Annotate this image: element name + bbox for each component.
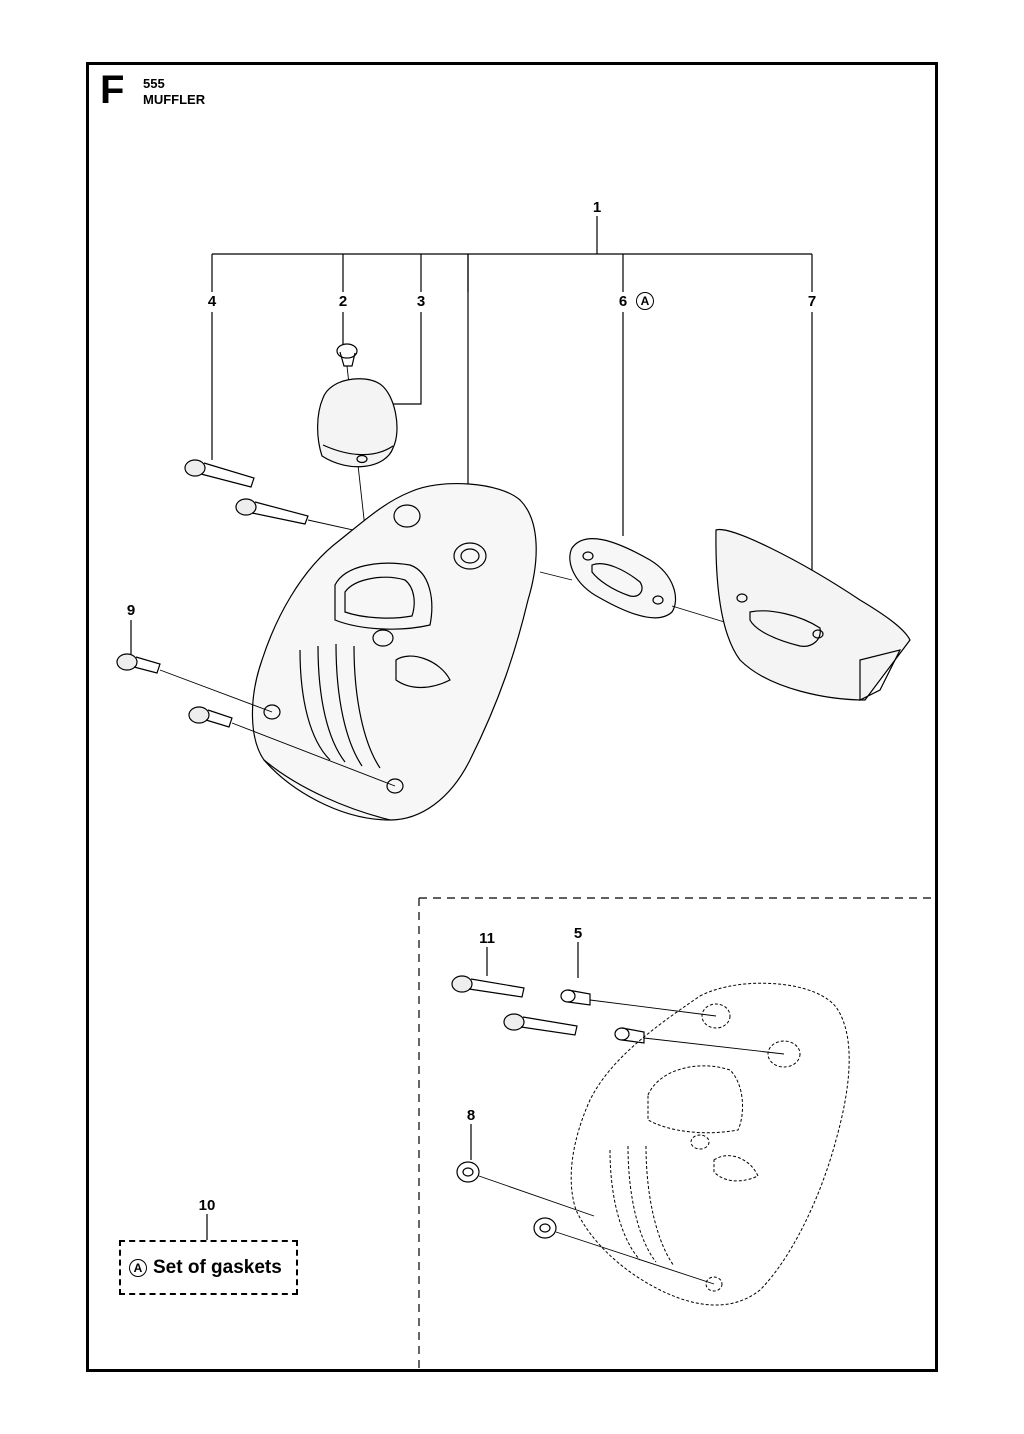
callout-8: 8 bbox=[466, 1107, 476, 1124]
legend-text: Set of gaskets bbox=[153, 1256, 282, 1278]
leader-tree-1 bbox=[211, 216, 813, 292]
callout-9: 9 bbox=[126, 602, 136, 619]
leader-3 bbox=[388, 312, 422, 405]
gasket-part-6 bbox=[539, 538, 745, 629]
deflector-part-3 bbox=[317, 378, 398, 468]
legend-box: A Set of gaskets bbox=[119, 1240, 298, 1295]
callout-5: 5 bbox=[573, 925, 583, 942]
callout-11: 11 bbox=[479, 930, 495, 947]
bolt-part-11-a bbox=[451, 975, 525, 998]
model-number: 555 bbox=[143, 76, 165, 91]
washer-part-8-a bbox=[456, 1161, 595, 1217]
section-title: MUFFLER bbox=[143, 92, 206, 107]
callout-3: 3 bbox=[416, 293, 426, 310]
spacer-part-5-a bbox=[560, 989, 717, 1017]
gasket-marker-a: A bbox=[636, 292, 654, 310]
callout-7: 7 bbox=[807, 293, 817, 310]
heat-shield-part-7 bbox=[715, 528, 911, 701]
inset-muffler-outline bbox=[570, 982, 850, 1306]
screw-part-9-b bbox=[188, 706, 396, 787]
spacer-part-5-b bbox=[614, 1027, 785, 1055]
inset-divider bbox=[418, 897, 938, 1372]
callout-4: 4 bbox=[207, 293, 217, 310]
legend-marker: A bbox=[129, 1258, 147, 1277]
section-letter: F bbox=[100, 68, 125, 112]
bolt-part-11-b bbox=[503, 1013, 578, 1036]
callout-2: 2 bbox=[338, 293, 348, 310]
callout-10: 10 bbox=[198, 1197, 216, 1214]
screw-part-9-a bbox=[116, 653, 273, 713]
callout-6: 6 bbox=[618, 293, 628, 310]
washer-part-8-b bbox=[533, 1217, 715, 1285]
bolt-part-4-a bbox=[184, 459, 255, 488]
page-frame bbox=[86, 62, 938, 1372]
muffler-body-part-1 bbox=[251, 483, 537, 821]
callout-1: 1 bbox=[592, 199, 602, 216]
